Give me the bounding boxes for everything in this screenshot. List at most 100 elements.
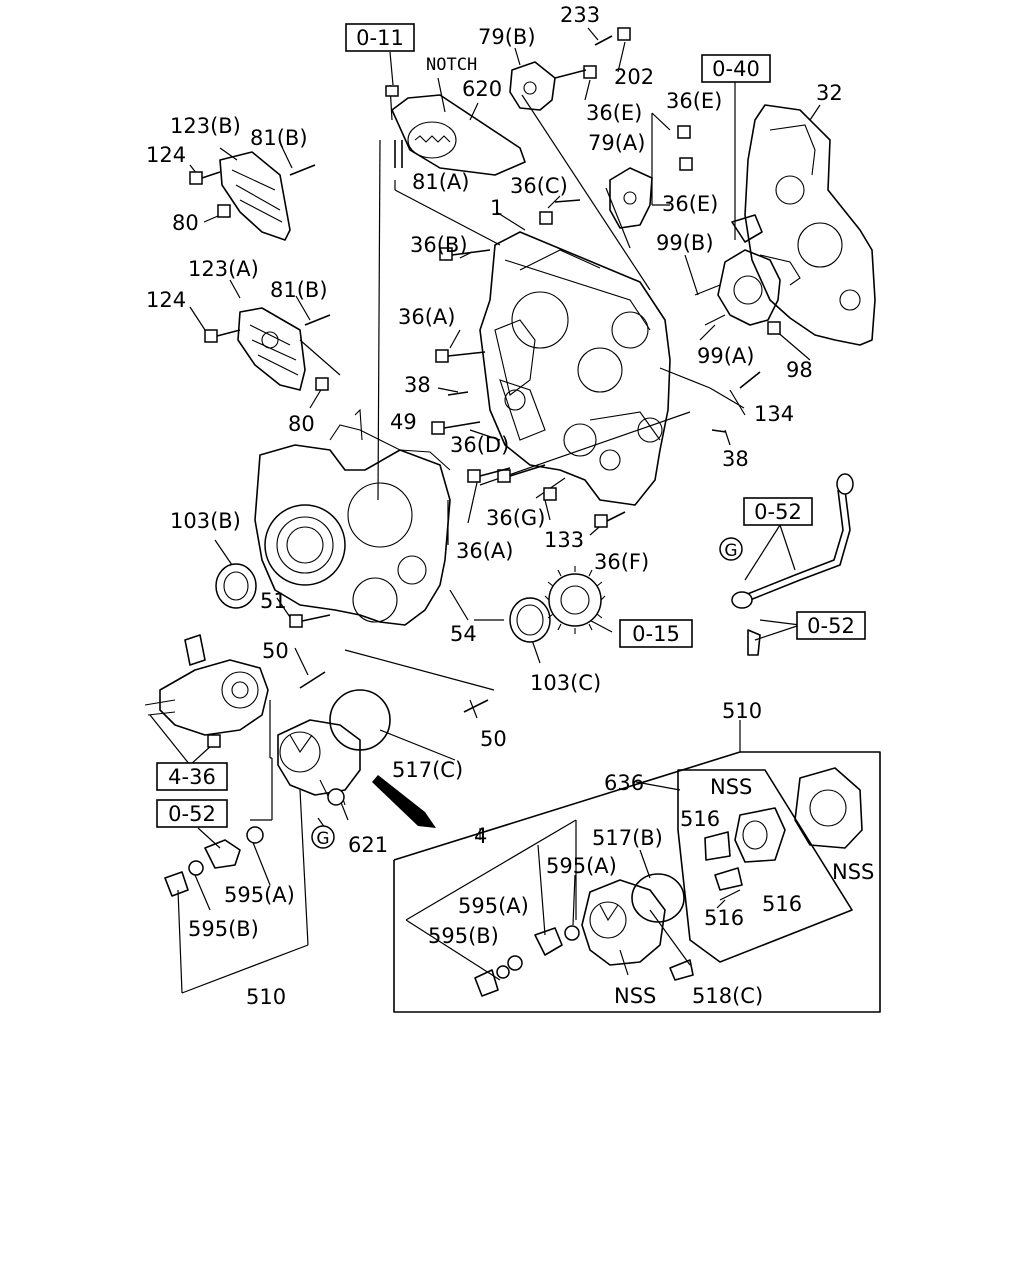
label-636: 636 bbox=[604, 771, 644, 795]
label-36e-3: 36(E) bbox=[662, 192, 718, 216]
label-81a: 81(A) bbox=[412, 170, 469, 194]
ref-0-52-c: 0-52 bbox=[168, 802, 216, 826]
ref-0-40: 0-40 bbox=[712, 57, 760, 81]
bolts bbox=[189, 27, 781, 748]
label-79b: 79(B) bbox=[478, 25, 536, 49]
label-36a-1: 36(A) bbox=[398, 305, 455, 329]
label-81b-1: 81(B) bbox=[250, 126, 308, 150]
detail-arrow bbox=[372, 775, 436, 828]
brackets-79 bbox=[509, 61, 653, 229]
label-595b-1: 595(B) bbox=[188, 917, 259, 941]
gasket-620 bbox=[391, 94, 526, 176]
detail-left-fittings bbox=[164, 788, 345, 897]
front-case-49 bbox=[254, 408, 451, 626]
label-98: 98 bbox=[786, 358, 813, 382]
ref-box-0-11 bbox=[345, 23, 415, 52]
label-54: 54 bbox=[450, 622, 477, 646]
label-50-2: 50 bbox=[480, 727, 507, 751]
detail-pump-parts bbox=[474, 767, 863, 997]
ref-box-0-52-c bbox=[156, 799, 228, 828]
label-36c: 36(C) bbox=[510, 174, 568, 198]
label-38-1: 38 bbox=[404, 373, 431, 397]
label-36d: 36(D) bbox=[450, 433, 509, 457]
seal-103c bbox=[509, 597, 551, 643]
label-103c: 103(C) bbox=[530, 671, 601, 695]
label-123b: 123(B) bbox=[170, 114, 241, 138]
label-g-b: G bbox=[316, 829, 329, 849]
label-49: 49 bbox=[390, 410, 417, 434]
vacuum-pump bbox=[144, 634, 269, 736]
label-36f: 36(F) bbox=[594, 550, 649, 574]
label-595a-1: 595(A) bbox=[546, 854, 617, 878]
leader-lines bbox=[149, 27, 821, 994]
label-36a-2: 36(A) bbox=[456, 539, 513, 563]
part-labels: 233 79(B) 202 NOTCH 620 36(E) 36(E) 32 1… bbox=[146, 3, 874, 1009]
ref-box-0-15 bbox=[619, 619, 693, 648]
gear-0-15 bbox=[544, 566, 606, 634]
g-markers: G G bbox=[311, 537, 743, 849]
ref-0-52-b: 0-52 bbox=[807, 614, 855, 638]
ref-box-4-36 bbox=[156, 762, 228, 791]
ref-box-0-52-a bbox=[743, 497, 813, 526]
label-595a-3: 595(A) bbox=[458, 894, 529, 918]
label-517b: 517(B) bbox=[592, 826, 663, 850]
label-517c: 517(C) bbox=[392, 758, 463, 782]
ref-4-36: 4-36 bbox=[168, 765, 216, 789]
ref-0-11: 0-11 bbox=[356, 26, 404, 50]
label-nss-3: NSS bbox=[614, 984, 656, 1008]
label-36e-2: 36(E) bbox=[666, 89, 722, 113]
label-32: 32 bbox=[816, 81, 843, 105]
ref-box-0-40 bbox=[701, 54, 771, 83]
label-124-1: 124 bbox=[146, 143, 186, 167]
label-123a: 123(A) bbox=[188, 257, 259, 281]
label-233: 233 bbox=[560, 3, 600, 27]
reference-boxes: 0-11 0-40 0-52 0-15 0-52 4-36 0-52 bbox=[156, 23, 866, 828]
seal-103b bbox=[215, 563, 257, 609]
label-620: 620 bbox=[462, 77, 502, 101]
label-124-2: 124 bbox=[146, 288, 186, 312]
label-81b-2: 81(B) bbox=[270, 278, 328, 302]
label-nss-2: NSS bbox=[832, 860, 874, 884]
g-circle-a bbox=[719, 537, 743, 561]
vacuum-pump-housing-510 bbox=[277, 689, 391, 806]
label-80-1: 80 bbox=[172, 211, 199, 235]
label-595b-2: 595(B) bbox=[428, 924, 499, 948]
timing-gear-case bbox=[479, 231, 671, 506]
label-516-3: 516 bbox=[704, 906, 744, 930]
label-51: 51 bbox=[260, 589, 287, 613]
label-4: 4 bbox=[474, 824, 487, 848]
label-1: 1 bbox=[490, 196, 503, 220]
injection-pump-bracket bbox=[694, 214, 801, 326]
label-36e-1: 36(E) bbox=[586, 101, 642, 125]
label-516-1: 516 bbox=[680, 807, 720, 831]
label-99a: 99(A) bbox=[697, 344, 754, 368]
label-99b: 99(B) bbox=[656, 231, 714, 255]
ref-box-0-52-b bbox=[796, 611, 866, 640]
label-133: 133 bbox=[544, 528, 584, 552]
label-595a-2: 595(A) bbox=[224, 883, 295, 907]
g-circle-b bbox=[311, 825, 335, 849]
label-nss-1: NSS bbox=[710, 775, 752, 799]
pipe-0-52 bbox=[731, 473, 854, 656]
label-516-2: 516 bbox=[762, 892, 802, 916]
label-518c: 518(C) bbox=[692, 984, 763, 1008]
label-36g: 36(G) bbox=[486, 506, 545, 530]
label-510-top: 510 bbox=[722, 699, 762, 723]
label-103b: 103(B) bbox=[170, 509, 241, 533]
ref-0-52-a: 0-52 bbox=[754, 500, 802, 524]
ref-0-15: 0-15 bbox=[632, 622, 680, 646]
label-510-bottom: 510 bbox=[246, 985, 286, 1009]
detail-box-510 bbox=[393, 751, 881, 1013]
label-36b: 36(B) bbox=[410, 233, 468, 257]
label-80-2: 80 bbox=[288, 412, 315, 436]
label-621: 621 bbox=[348, 833, 388, 857]
gear-case-cover-plate bbox=[744, 104, 876, 346]
label-38-2: 38 bbox=[722, 447, 749, 471]
label-notch: NOTCH bbox=[426, 55, 477, 75]
label-79a: 79(A) bbox=[588, 131, 645, 155]
label-202: 202 bbox=[614, 65, 654, 89]
label-g-a: G bbox=[724, 541, 737, 561]
label-50-1: 50 bbox=[262, 639, 289, 663]
covers-123 bbox=[219, 151, 306, 391]
